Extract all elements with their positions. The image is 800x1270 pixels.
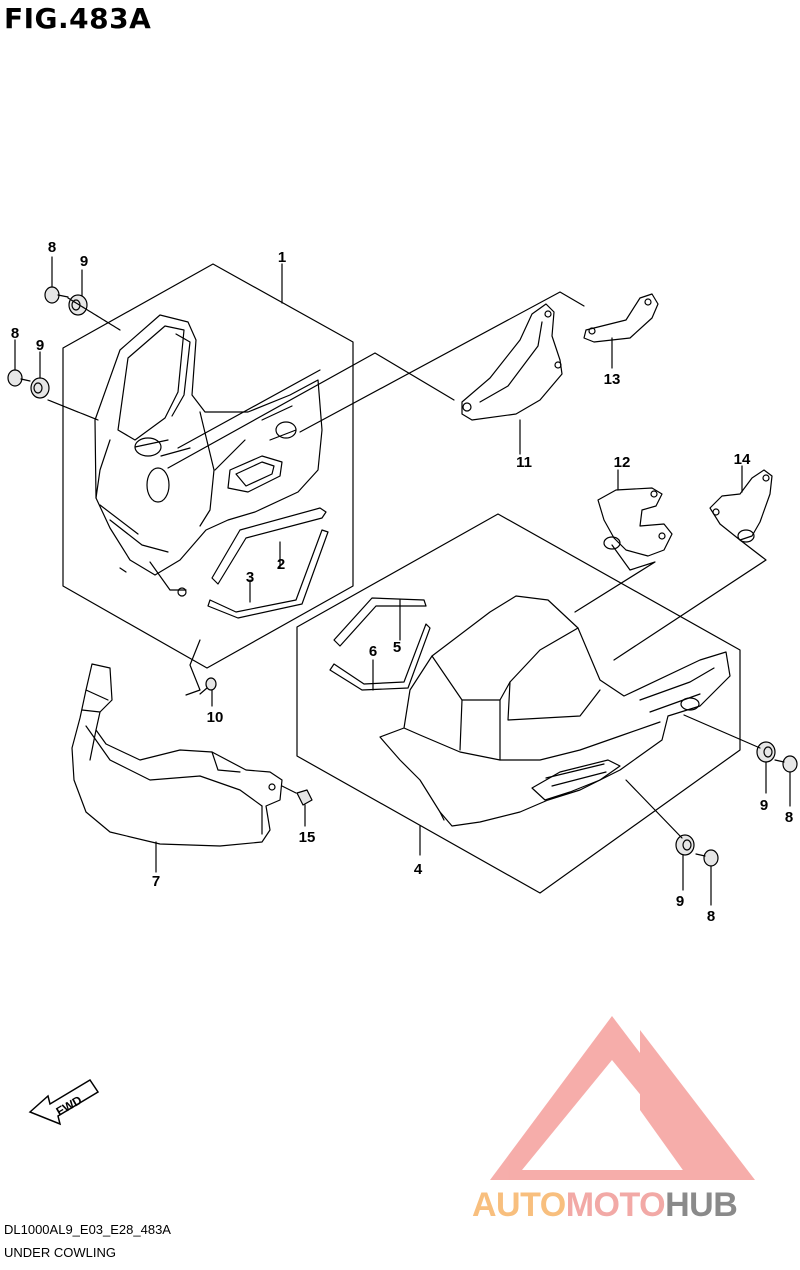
- trim-strip-part-6: [329, 623, 431, 691]
- callout-c8a: 8: [48, 239, 56, 256]
- bolt-8-c: [774, 755, 798, 773]
- bolt-8-b: [7, 369, 31, 387]
- callout-c9d: 9: [676, 893, 684, 910]
- callout-c11: 11: [516, 454, 532, 471]
- callout-c13: 13: [604, 371, 621, 388]
- nut-part-15: [296, 789, 313, 806]
- callout-c12: 12: [614, 454, 631, 471]
- assembly-box-4: [296, 513, 741, 894]
- model-code: DL1000AL9_E03_E28_483A: [4, 1222, 171, 1237]
- watermark-text: AUTOMOTOHUB: [472, 1186, 738, 1225]
- callout-c2: 2: [277, 556, 285, 573]
- bushing-9-c: [756, 741, 776, 763]
- trim-strip-part-2: [211, 507, 327, 585]
- bracket-part-11: [461, 303, 563, 421]
- fwd-arrow-icon: FWD: [28, 1078, 100, 1126]
- watermark-logo-icon: [490, 1016, 755, 1180]
- watermark-part-hub: HUB: [665, 1186, 738, 1224]
- bracket-part-13: [583, 293, 659, 343]
- figure-title: FIG.483A: [4, 2, 152, 35]
- callout-c5: 5: [393, 639, 401, 656]
- bushing-9-d: [675, 834, 695, 856]
- bolt-8-d: [695, 849, 719, 867]
- callout-c7: 7: [152, 873, 160, 890]
- callout-c14: 14: [734, 451, 751, 468]
- section-name: UNDER COWLING: [4, 1245, 116, 1260]
- callout-c9a: 9: [80, 253, 88, 270]
- callout-c8d: 8: [707, 908, 715, 925]
- bushing-9-b: [30, 377, 50, 399]
- callout-c10: 10: [207, 709, 224, 726]
- assembly-box-1: [62, 263, 354, 669]
- callout-c9c: 9: [760, 797, 768, 814]
- bolt-8-a: [44, 286, 69, 304]
- trim-strip-part-5: [333, 597, 427, 647]
- callout-c15: 15: [299, 829, 316, 846]
- callout-c6: 6: [369, 643, 377, 660]
- front-cover-part-7: [71, 663, 283, 847]
- callout-c9b: 9: [36, 337, 44, 354]
- callout-c3: 3: [246, 569, 254, 586]
- bracket-part-12: [597, 487, 673, 557]
- lower-cowl-part-4: [379, 595, 731, 827]
- watermark-part-auto: AUTO: [472, 1186, 566, 1224]
- callout-c8b: 8: [11, 325, 19, 342]
- callout-c1: 1: [278, 249, 286, 266]
- callout-c4: 4: [414, 861, 423, 878]
- trim-strip-part-3: [207, 529, 329, 619]
- watermark-part-moto: MOTO: [565, 1186, 666, 1224]
- inner-cowl-part-1: [94, 314, 323, 597]
- bracket-part-14: [709, 469, 773, 543]
- callout-c8c: 8: [785, 809, 793, 826]
- bushing-9-a: [68, 294, 88, 316]
- screw-part-10: [199, 677, 217, 695]
